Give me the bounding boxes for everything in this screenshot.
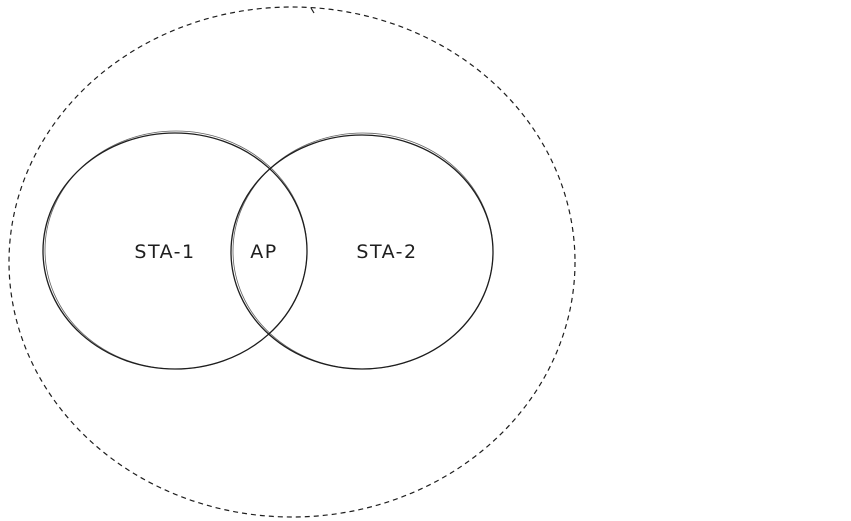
sta-2-label: STA-2 <box>356 241 417 263</box>
boundary-tick-mark <box>310 7 315 14</box>
ap-label: AP <box>250 241 277 263</box>
sta-1-label: STA-1 <box>134 241 195 263</box>
outer-coverage-boundary <box>8 6 576 518</box>
sta-2-range-circle <box>230 132 494 370</box>
sta-1-range-circle <box>42 130 308 370</box>
